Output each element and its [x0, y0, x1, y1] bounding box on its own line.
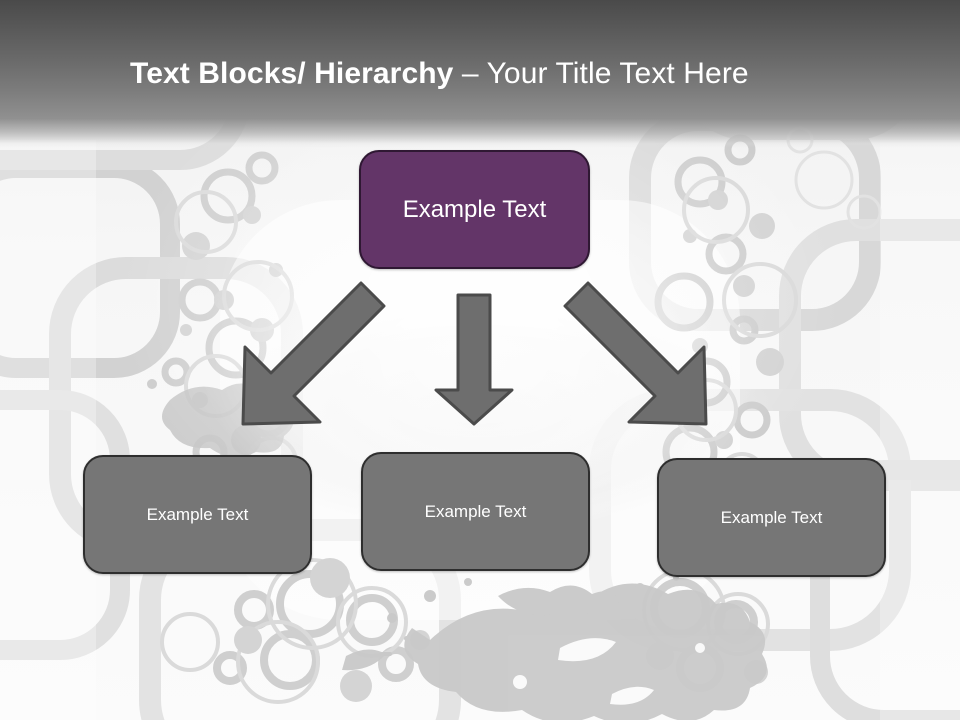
hierarchy-node-center-label: Example Text [424, 501, 527, 521]
hierarchy-node-left[interactable]: Example Text [83, 455, 312, 574]
hierarchy-node-top[interactable]: Example Text [359, 150, 590, 269]
hierarchy-node-right-label: Example Text [720, 507, 823, 527]
hierarchy-node-center[interactable]: Example Text [361, 452, 590, 571]
hierarchy-node-left-label: Example Text [146, 504, 249, 524]
hierarchy-node-right[interactable]: Example Text [657, 458, 886, 577]
hierarchy-node-top-label: Example Text [402, 195, 547, 223]
